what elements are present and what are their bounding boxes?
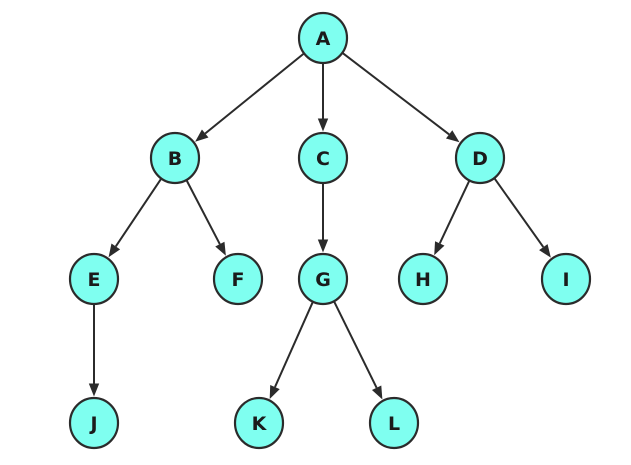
node-shape[interactable] (397, 252, 449, 306)
edge-line (493, 177, 545, 248)
arrow-head-icon (445, 130, 460, 143)
edge-c-to-g (317, 183, 329, 253)
node-j[interactable]: J (68, 396, 120, 450)
node-e[interactable]: E (68, 252, 120, 306)
node-g[interactable]: G (297, 252, 349, 306)
edge-line (114, 177, 163, 247)
node-d[interactable]: D (454, 131, 506, 185)
node-shape[interactable] (68, 252, 120, 306)
node-c[interactable]: C (297, 131, 349, 185)
node-shape[interactable] (297, 11, 349, 65)
edge-line (438, 180, 471, 244)
node-a[interactable]: A (297, 11, 349, 65)
node-f[interactable]: F (212, 252, 264, 306)
edge-a-to-d (341, 51, 460, 143)
edge-line (274, 301, 314, 388)
node-i[interactable]: I (540, 252, 592, 306)
node-shape[interactable] (297, 252, 349, 306)
edge-b-to-f (185, 179, 226, 256)
node-shape[interactable] (368, 396, 420, 450)
arrow-head-icon (269, 384, 280, 399)
node-shape[interactable] (540, 252, 592, 306)
arrow-head-icon (434, 241, 445, 256)
node-h[interactable]: H (397, 252, 449, 306)
node-shape[interactable] (297, 131, 349, 185)
edges-layer (88, 51, 551, 400)
node-k[interactable]: K (233, 396, 285, 450)
arrow-head-icon (195, 129, 209, 142)
edge-line (341, 51, 450, 136)
arrow-head-icon (317, 239, 329, 253)
arrow-head-icon (108, 243, 121, 258)
edge-a-to-c (317, 63, 329, 132)
arrow-head-icon (371, 385, 383, 400)
arrow-head-icon (215, 241, 226, 256)
edge-a-to-b (195, 52, 305, 142)
edge-g-to-k (269, 301, 314, 399)
node-shape[interactable] (149, 131, 201, 185)
edge-d-to-h (434, 180, 471, 256)
edge-line (185, 179, 221, 245)
node-l[interactable]: L (368, 396, 420, 450)
edge-line (204, 52, 305, 135)
arrow-head-icon (539, 244, 551, 258)
edge-b-to-e (108, 177, 163, 258)
node-b[interactable]: B (149, 131, 201, 185)
edge-d-to-i (493, 177, 551, 258)
arrow-head-icon (88, 383, 100, 397)
node-shape[interactable] (454, 131, 506, 185)
edge-line (333, 300, 378, 389)
edge-e-to-j (88, 304, 100, 397)
node-shape[interactable] (212, 252, 264, 306)
node-shape[interactable] (68, 396, 120, 450)
node-shape[interactable] (233, 396, 285, 450)
arrow-head-icon (317, 118, 329, 132)
edge-g-to-l (333, 300, 383, 400)
